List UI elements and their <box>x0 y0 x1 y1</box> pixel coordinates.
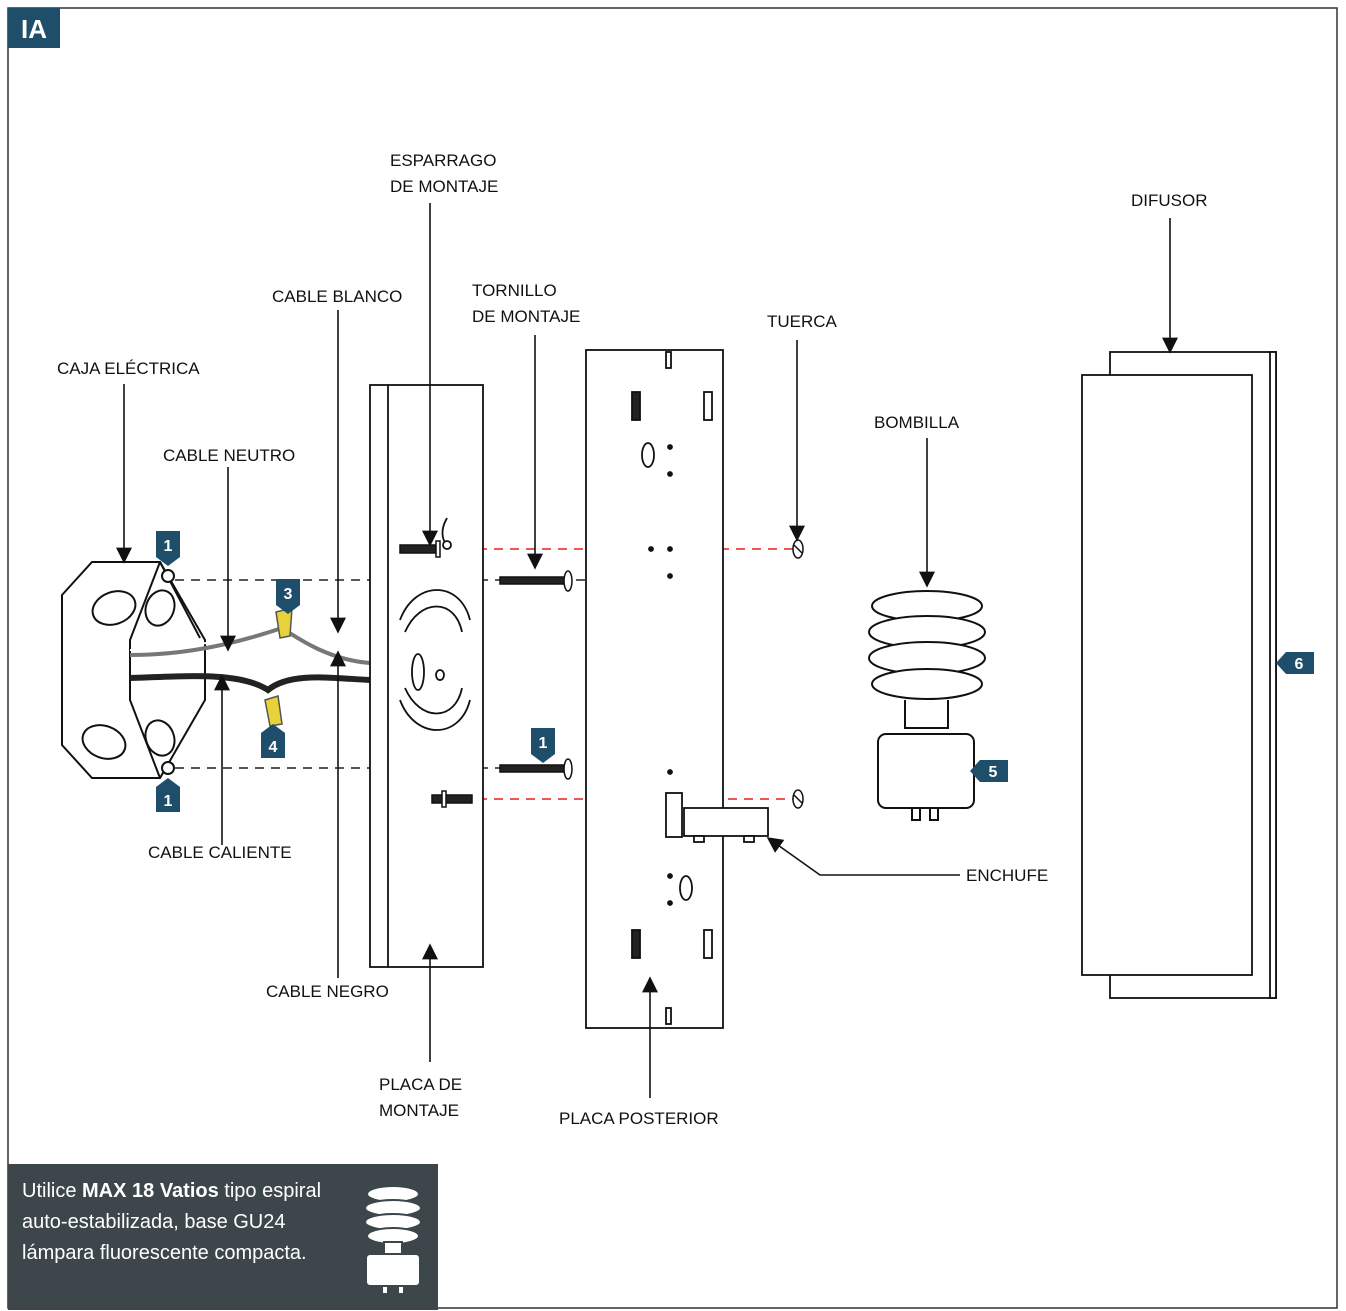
nut-upper <box>792 539 804 559</box>
figure-tag: IA <box>8 8 60 48</box>
wire-connector-4 <box>264 695 283 727</box>
label-tuerca: TUERCA <box>767 312 838 331</box>
label-cable-caliente: CABLE CALIENTE <box>148 843 292 862</box>
note-text-pre: Utilice <box>22 1180 83 1202</box>
step-badge-4: 4 <box>261 724 285 758</box>
mounting-screw-upper <box>499 570 573 592</box>
figure-frame <box>7 7 1338 1309</box>
label-bombilla: BOMBILLA <box>874 413 960 432</box>
mounting-stud-lower <box>431 790 473 808</box>
label-cable-neutro: CABLE NEUTRO <box>163 446 295 465</box>
step-badge-1-top: 1 <box>156 531 180 566</box>
note-text-bold: MAX 18 Vatios <box>82 1180 219 1202</box>
svg-text:3: 3 <box>284 586 293 603</box>
svg-text:6: 6 <box>1295 656 1304 673</box>
label-esparrago-line1: ESPARRAGO <box>390 151 496 170</box>
label-tornillo-line1: TORNILLO <box>472 281 557 300</box>
note-text-post: tipo espiral auto-estabilizada, base GU2… <box>22 1180 322 1264</box>
socket <box>665 792 769 843</box>
step-badge-5: 5 <box>970 760 1008 782</box>
bulb <box>868 590 986 821</box>
svg-text:5: 5 <box>989 764 998 781</box>
back-plate <box>585 349 724 1029</box>
mounting-stud <box>399 540 441 558</box>
mounting-plate <box>369 384 484 968</box>
diffuser <box>1081 351 1277 999</box>
svg-text:4: 4 <box>269 739 278 756</box>
nut-lower <box>792 789 804 809</box>
step-badge-3: 3 <box>276 579 300 614</box>
label-enchufe: ENCHUFE <box>966 866 1048 885</box>
figure-tag-text: IA <box>21 14 47 44</box>
svg-text:1: 1 <box>164 793 173 810</box>
note-text: Utilice MAX 18 Vatios tipo espiral auto-… <box>22 1176 322 1269</box>
label-placa-montaje-line2: MONTAJE <box>379 1101 459 1120</box>
label-placa-montaje-line1: PLACA DE <box>379 1075 462 1094</box>
label-tornillo-line2: DE MONTAJE <box>472 307 580 326</box>
step-badge-1-bottom: 1 <box>156 778 180 812</box>
leader-lines <box>116 203 1178 1098</box>
label-difusor: DIFUSOR <box>1131 191 1208 210</box>
svg-text:1: 1 <box>164 538 173 555</box>
label-caja-electrica: CAJA ELÉCTRICA <box>57 359 200 378</box>
label-cable-negro: CABLE NEGRO <box>266 982 389 1001</box>
svg-text:1: 1 <box>539 735 548 752</box>
bulb-requirement-note: Utilice MAX 18 Vatios tipo espiral auto-… <box>8 1164 438 1310</box>
step-badge-1-screw: 1 <box>531 728 555 763</box>
label-placa-posterior: PLACA POSTERIOR <box>559 1109 719 1128</box>
cfl-bulb-icon <box>364 1185 422 1295</box>
label-esparrago-line2: DE MONTAJE <box>390 177 498 196</box>
electrical-box <box>61 561 206 779</box>
mounting-screw-lower <box>499 758 573 780</box>
step-badge-6: 6 <box>1276 652 1314 674</box>
label-cable-blanco: CABLE BLANCO <box>272 287 402 306</box>
